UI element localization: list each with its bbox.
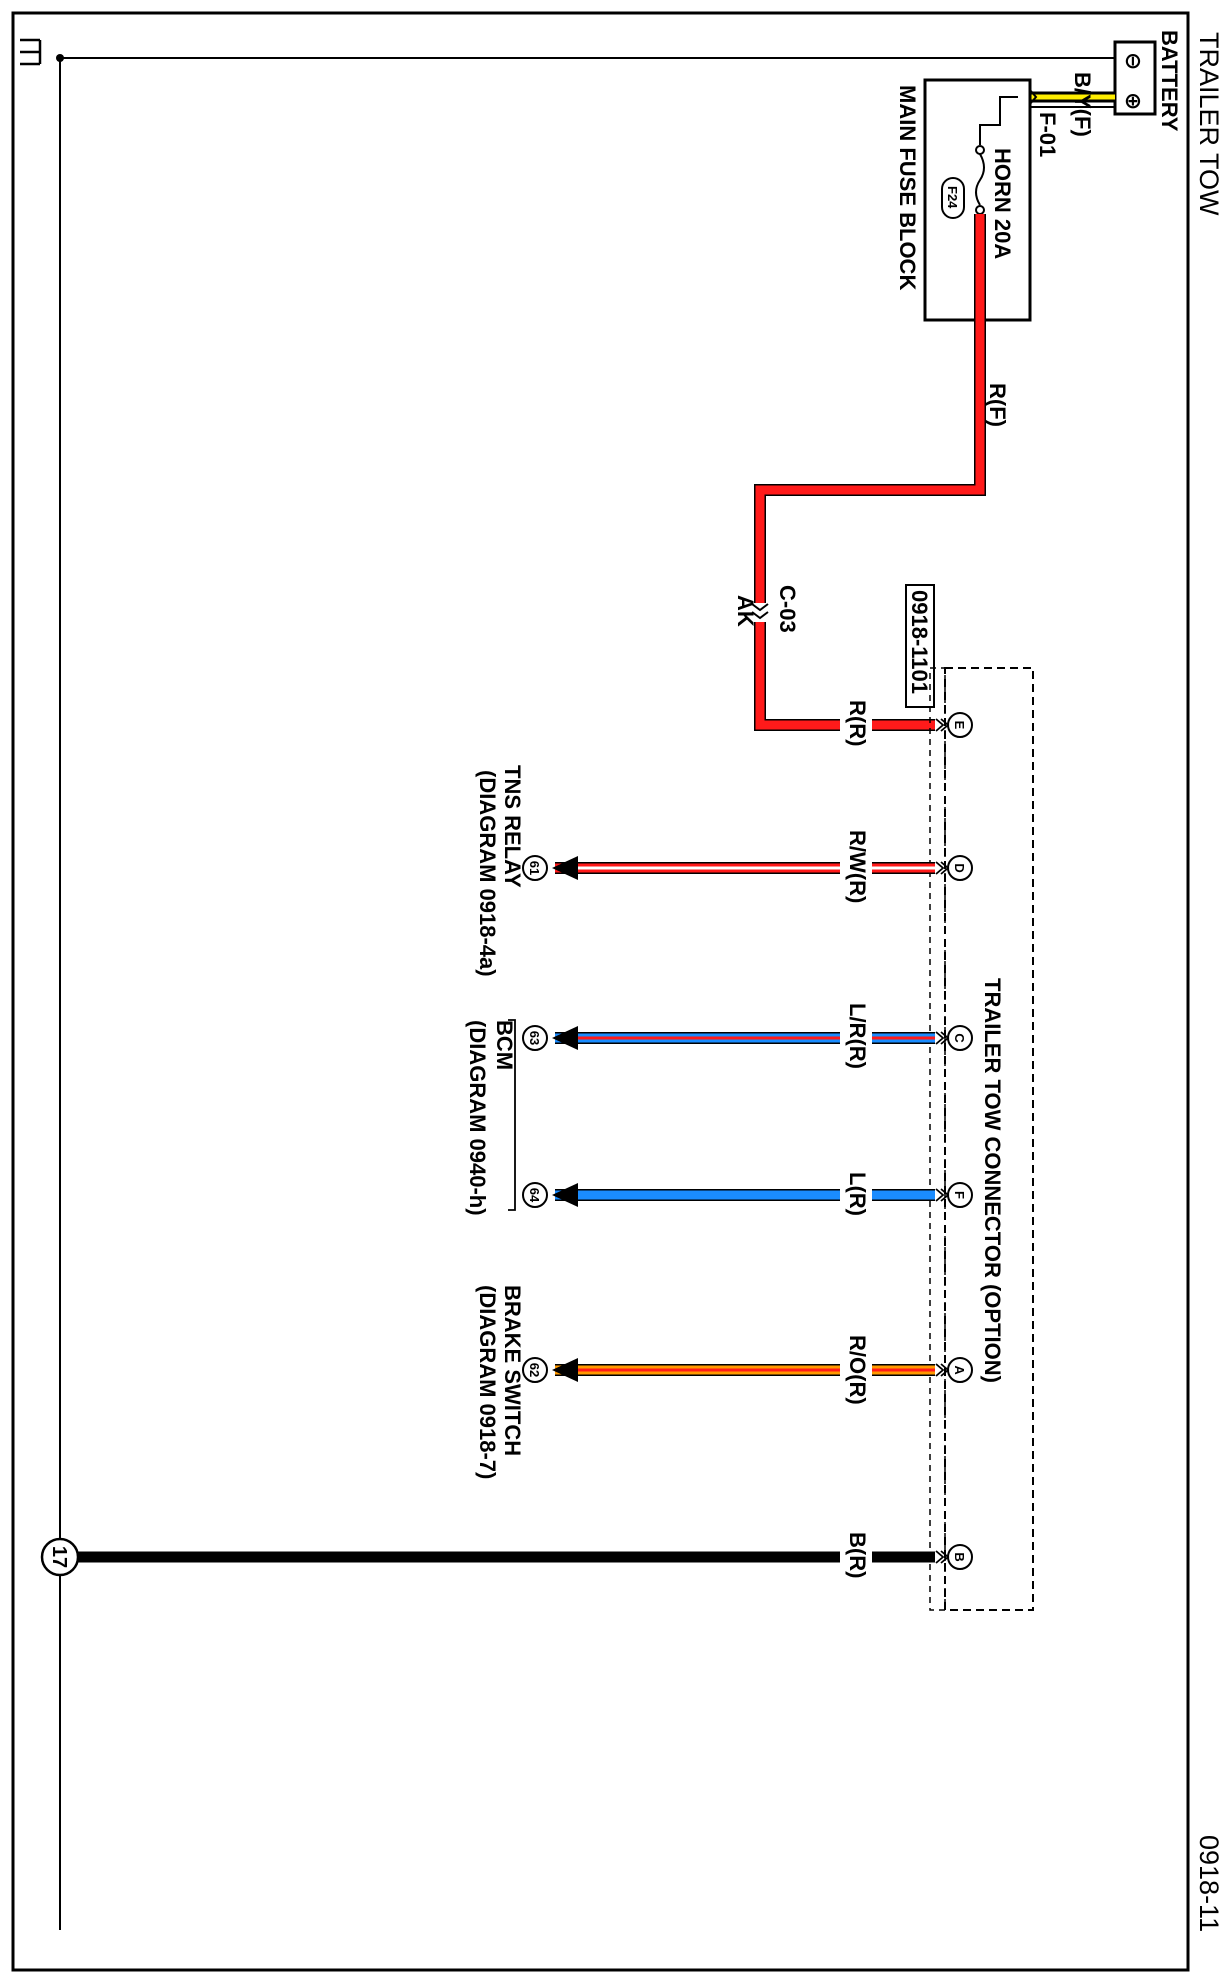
connector-label: TRAILER TOW CONNECTOR (OPTION): [980, 978, 1005, 1383]
ground-ref-17: 17: [40, 1537, 80, 1577]
pin-f-label: F: [952, 1191, 967, 1199]
bcm-diagram: (DIAGRAM 0940-h): [465, 1020, 490, 1216]
pin-c: C: [947, 1025, 973, 1051]
brake-switch-name: BRAKE SWITCH: [500, 1285, 525, 1456]
wire-b-label-bg: [840, 1528, 872, 1590]
ground-junction: [56, 54, 64, 62]
splice-sub: AK: [733, 595, 758, 627]
wire-ro-label-bg: [840, 1330, 872, 1412]
splice-chevron-icon: [751, 603, 769, 620]
connector-ref: 0918-1101: [907, 590, 932, 694]
wire-rw-label: R/W(R): [845, 830, 870, 903]
wire-rw-label-bg: [840, 825, 872, 911]
ref-63-label: 63: [527, 1031, 542, 1045]
splice-code: C-03: [775, 585, 800, 633]
pin-a-label: A: [952, 1365, 967, 1375]
page-number: 0918-11: [1194, 1835, 1224, 1932]
page-title: TRAILER TOW: [1194, 32, 1224, 216]
ground-ref-17-label: 17: [48, 1546, 70, 1568]
pin-e-label: E: [952, 721, 967, 730]
battery-pos-icon: ⊕: [1121, 92, 1146, 110]
battery-wire-label: B/Y(F): [1070, 72, 1095, 137]
pin-c-label: C: [952, 1033, 967, 1043]
tns-relay-name: TNS RELAY: [500, 765, 525, 888]
ref-62: 62: [522, 1357, 548, 1383]
pin-f: F: [947, 1182, 973, 1208]
wire-b-label: B(R): [845, 1532, 870, 1578]
bcm-bracket: [508, 1019, 516, 1211]
fuse-block-label: MAIN FUSE BLOCK: [895, 85, 920, 290]
page-frame: [11, 11, 1190, 1972]
ground-symbol-icon: [20, 38, 42, 66]
fuse-id-label: F24: [945, 186, 960, 209]
pin-d-label: D: [952, 863, 967, 872]
wire-rr: [755, 622, 935, 730]
battery-label: BATTERY: [1157, 30, 1182, 132]
wire-lr-label: L/R(R): [845, 1003, 870, 1069]
ref-61-label: 61: [527, 861, 542, 875]
ref-61: 61: [522, 855, 548, 881]
fuse-internal-wire: [979, 96, 1018, 145]
ref-64-label: 64: [527, 1188, 542, 1203]
bcm-name: BCM: [492, 1020, 517, 1070]
tns-relay-diagram: (DIAGRAM 0918-4a): [475, 770, 500, 977]
wire-rf: [755, 214, 985, 605]
wire-l-label: L(R): [845, 1172, 870, 1216]
battery-box: [1113, 40, 1157, 116]
pin-d: D: [947, 855, 973, 881]
splice-gap: [750, 603, 770, 623]
brake-switch-diagram: (DIAGRAM 0918-7): [475, 1285, 500, 1479]
fuse-id-badge: [941, 177, 965, 219]
pin-a: A: [947, 1357, 973, 1383]
fuse-connector-label: F-01: [1035, 112, 1060, 157]
connector-ref-box: [905, 584, 935, 708]
wire-rr-label: R(R): [845, 700, 870, 746]
pin-chevrons-icon: [935, 718, 950, 1564]
wire-lr-label-bg: [840, 998, 872, 1080]
battery-neg-icon: ⊖: [1121, 52, 1146, 70]
pin-b: B: [947, 1544, 973, 1570]
ref-62-label: 62: [527, 1363, 542, 1377]
trailer-tow-connector-inner: [929, 667, 946, 1611]
ref-64: 64: [522, 1182, 548, 1208]
wire-rf-label: R(F): [985, 383, 1010, 427]
fuse-name-label: HORN 20A: [990, 148, 1015, 259]
wire-ro-label: R/O(R): [845, 1335, 870, 1405]
pin-b-label: B: [952, 1552, 967, 1561]
ref-63: 63: [522, 1025, 548, 1051]
pin-e: E: [947, 712, 973, 738]
terminal-arrows-icon: [552, 856, 578, 1382]
wire-l-label-bg: [840, 1168, 872, 1226]
wire-rr-label-bg: [840, 690, 872, 760]
